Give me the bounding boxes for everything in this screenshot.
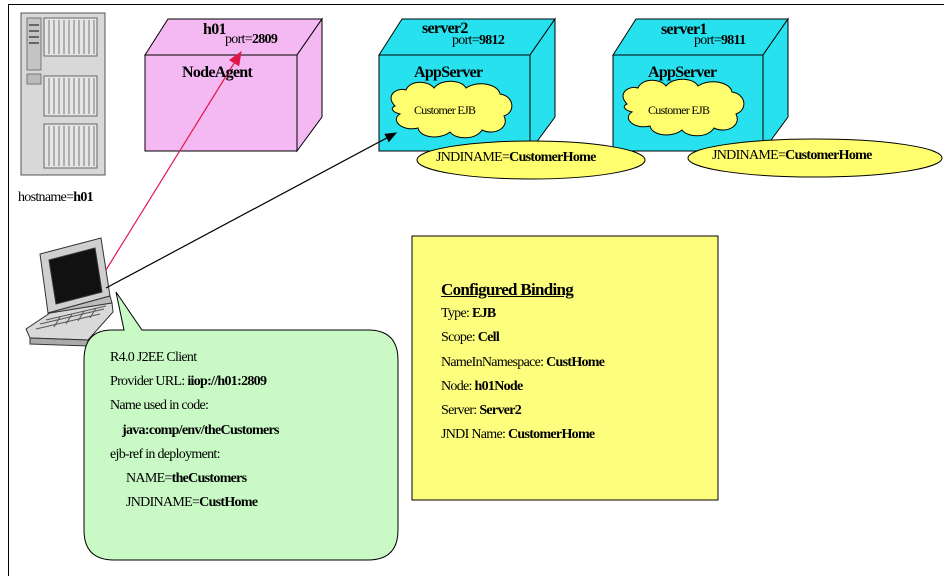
client-ref-jndi-value: CustHome [199,495,258,511]
client-provider-prefix: Provider URL: [110,374,188,390]
laptop-client-icon [25,237,114,347]
server2-jndi-value: CustomerHome [509,150,596,165]
server1-port-value: 9811 [720,33,746,48]
client-name-in-code-bold: java:comp/env/theCustomers [122,422,279,438]
server1-jndi-label: JNDINAME=CustomerHome [712,148,872,164]
client-callout-bubble [83,291,399,561]
binding-row-label: Node: [441,378,475,394]
hostname-prefix: hostname= [18,190,74,205]
binding-row: NameInNamespace: CustHome [441,351,605,375]
server2-ejb-label: Customer EJB [414,103,476,117]
client-provider-value: iiop://h01:2809 [187,374,267,390]
client-title: R4.0 J2EE Client [110,350,197,365]
binding-row: Node: h01Node [441,375,604,399]
server2-ejb-bubble [390,80,513,139]
binding-title: Configured Binding [441,280,574,299]
server2-port-value: 9812 [478,33,505,48]
hostname-label: hostname=h01 [18,190,94,206]
client-name-in-code-value: java:comp/env/theCustomers [110,419,279,443]
server1-port: port=9811 [694,33,746,49]
client-ref-jndi: JNDINAME=CustHome [110,491,279,515]
server-tower-icon [20,12,106,176]
client-ref-jndi-prefix: JNDINAME= [126,495,200,511]
server2-jndi-ellipse [416,140,646,180]
node-agent-port-prefix: port= [225,32,253,47]
node-agent-label: NodeAgent [182,64,253,81]
server1-ejb-label: Customer EJB [648,103,710,117]
client-details: R4.0 J2EE Client Provider URL: iiop://h0… [110,346,279,515]
binding-row-value: Cell [477,330,500,346]
server1-jndi-prefix: JNDINAME= [712,148,786,163]
server1-port-prefix: port= [694,33,722,48]
binding-row-label: Type: [441,306,472,322]
binding-row-label: JNDI Name: [441,427,508,443]
client-ejb-ref-label: ejb-ref in deployment: [110,446,220,462]
binding-row-value: EJB [471,306,496,322]
client-ref-name: NAME=theCustomers [110,467,279,491]
binding-row-value: CustomerHome [507,427,595,443]
binding-row: Server: Server2 [441,399,604,423]
client-name-in-code-label: Name used in code: [110,398,209,414]
binding-row-value: Server2 [479,402,522,418]
server1-jndi-ellipse [687,138,943,178]
binding-row-value: h01Node [474,378,524,394]
server2-appserver-label: AppServer [414,64,483,81]
diagram-frame [8,4,944,576]
server1-ejb-bubble [622,78,745,137]
binding-details: Configured Binding Type: EJB Scope: Cell… [441,278,605,447]
server2-name: server2 [422,20,468,37]
binding-row-value: CustHome [546,354,605,370]
binding-row-label: Scope: [441,330,478,346]
server2-jndi-label: JNDINAME=CustomerHome [436,150,596,166]
binding-row: JNDI Name: CustomerHome [441,423,604,447]
client-to-server2-line [105,132,398,289]
server2-port: port=9812 [452,33,505,49]
binding-row-label: NameInNamespace: [441,354,547,370]
hostname-value: h01 [73,190,93,205]
node-agent-host: h01 [203,21,227,38]
binding-row: Type: EJB [441,302,604,326]
configured-binding-box [411,235,719,501]
server1-jndi-value: CustomerHome [785,148,872,163]
server1-name: server1 [661,21,707,38]
node-agent-cube [144,17,323,153]
client-to-nodeagent-line [105,50,242,271]
server2-port-prefix: port= [452,33,480,48]
server1-appserver-label: AppServer [648,64,717,81]
node-agent-port-value: 2809 [251,32,278,47]
node-agent-port: port=2809 [225,32,278,48]
client-provider-url: Provider URL: iiop://h01:2809 [110,370,279,394]
binding-row: Scope: Cell [441,326,604,350]
client-ref-name-value: theCustomers [171,470,248,486]
client-ref-name-prefix: NAME= [126,470,172,486]
server2-jndi-prefix: JNDINAME= [436,150,510,165]
binding-row-label: Server: [441,402,480,418]
